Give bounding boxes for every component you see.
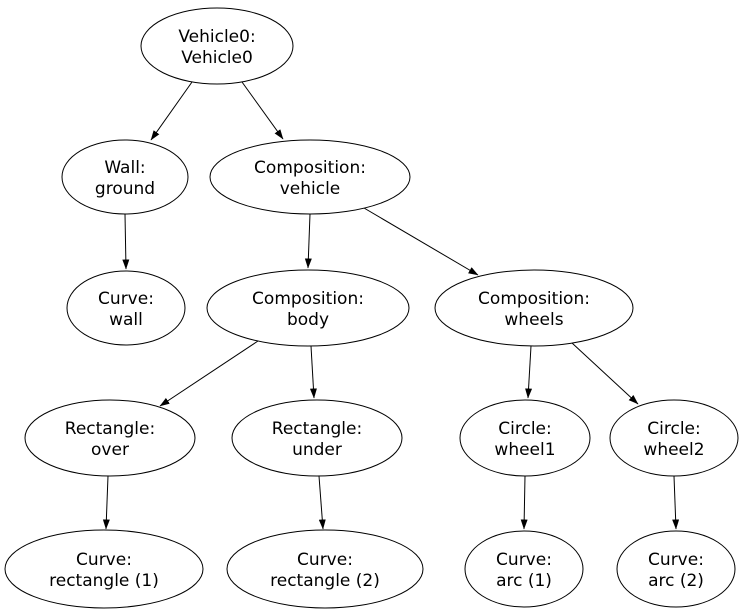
edge-composition-vehicle-to-wheels [363,207,479,276]
node-circle-wheel1-label-line1: Circle: [498,419,551,439]
node-vehicle0-label-line1: Vehicle0: [178,27,255,47]
node-curve-wall-label-line1: Curve: [98,289,154,309]
edge-group [102,81,680,530]
edge-rect-under-to-curve-rectangle-2 [318,475,326,530]
node-curve-rectangle-2-label-line2: rectangle (2) [270,571,380,591]
node-composition-body-label-line2: body [287,310,329,330]
node-circle-wheel2-ellipse [609,399,739,477]
node-curve-rectangle-2: Curve: rectangle (2) [226,529,424,609]
node-circle-wheel1-label-line2: wheel1 [494,440,555,460]
edge-wheel2-to-curve-arc-2 [672,475,680,530]
edge-composition-body-to-rect-over [159,340,259,407]
node-group: Vehicle0: Vehicle0 Wall: ground Composit… [4,7,739,609]
node-rectangle-over-label-line2: over [91,440,129,460]
edge-wall-ground-to-curve-wall [122,213,130,270]
node-composition-wheels: Composition: wheels [434,269,634,347]
node-vehicle0-label-line2: Vehicle0 [181,48,253,68]
node-rectangle-over: Rectangle: over [24,399,196,477]
edge-composition-wheels-to-wheel2 [571,342,639,405]
edge-vehicle0-to-composition-vehicle [241,81,284,140]
node-wall-ground: Wall: ground [61,139,189,215]
node-composition-body-label-line1: Composition: [252,289,364,309]
node-wall-ground-ellipse [61,139,189,215]
edge-composition-body-to-rect-under [309,345,317,399]
node-vehicle0: Vehicle0: Vehicle0 [140,7,294,85]
node-circle-wheel2: Circle: wheel2 [609,399,739,477]
node-rectangle-under: Rectangle: under [231,399,403,477]
node-composition-vehicle-label-line1: Composition: [254,158,366,178]
node-circle-wheel2-label-line2: wheel2 [643,440,704,460]
node-rectangle-under-ellipse [231,399,403,477]
node-composition-wheels-label-line2: wheels [504,310,563,330]
node-rectangle-under-label-line2: under [292,440,342,460]
edge-vehicle0-to-wall-ground [150,81,193,141]
node-curve-rectangle-1-label-line1: Curve: [76,550,132,570]
node-composition-vehicle: Composition: vehicle [209,139,411,215]
node-curve-arc-1-ellipse [464,530,584,608]
node-wall-ground-label-line2: ground [95,179,155,199]
node-rectangle-under-label-line1: Rectangle: [272,419,362,439]
node-circle-wheel1: Circle: wheel1 [459,399,591,477]
node-curve-rectangle-1: Curve: rectangle (1) [4,529,204,609]
node-composition-body-ellipse [206,269,410,347]
node-composition-vehicle-ellipse [209,139,411,215]
node-curve-rectangle-2-ellipse [226,529,424,609]
edge-composition-wheels-to-wheel1 [525,345,533,399]
node-curve-arc-2-label-line1: Curve: [648,550,704,570]
node-curve-wall-ellipse [66,270,186,346]
node-composition-body: Composition: body [206,269,410,347]
node-curve-arc-1: Curve: arc (1) [464,530,584,608]
edge-rect-over-to-curve-rectangle-1 [102,475,110,530]
node-composition-wheels-label-line1: Composition: [478,289,590,309]
node-curve-arc-2-ellipse [616,530,736,608]
node-curve-arc-1-label-line1: Curve: [496,550,552,570]
node-curve-rectangle-1-label-line2: rectangle (1) [49,571,159,591]
node-curve-rectangle-2-label-line1: Curve: [297,550,353,570]
node-curve-rectangle-1-ellipse [4,529,204,609]
node-circle-wheel1-ellipse [459,399,591,477]
node-curve-arc-2: Curve: arc (2) [616,530,736,608]
node-composition-wheels-ellipse [434,269,634,347]
node-circle-wheel2-label-line1: Circle: [647,419,700,439]
node-rectangle-over-label-line1: Rectangle: [65,419,155,439]
node-wall-ground-label-line1: Wall: [104,158,145,178]
node-curve-arc-2-label-line2: arc (2) [648,571,704,591]
edge-composition-vehicle-to-body [304,213,312,269]
node-vehicle0-ellipse [140,7,294,85]
edge-wheel1-to-curve-arc-1 [520,475,528,530]
node-composition-vehicle-label-line2: vehicle [280,179,341,199]
node-curve-wall-label-line2: wall [109,310,143,330]
node-curve-arc-1-label-line2: arc (1) [496,571,552,591]
node-curve-wall: Curve: wall [66,270,186,346]
node-rectangle-over-ellipse [24,399,196,477]
